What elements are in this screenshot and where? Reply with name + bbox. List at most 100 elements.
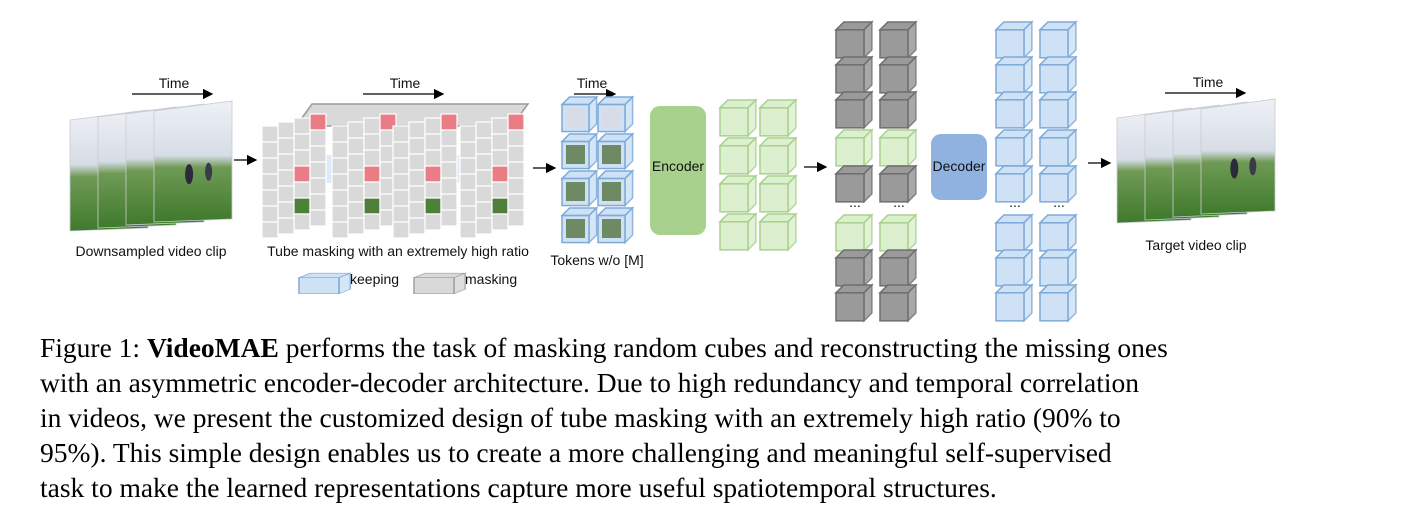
reconstructed-tokens <box>994 20 1078 323</box>
grid-cell <box>491 117 509 135</box>
encoded-token <box>758 174 798 214</box>
visible-token <box>560 132 599 171</box>
grid-cell <box>363 213 381 231</box>
grid-cell <box>459 157 477 175</box>
grid-cell <box>507 177 525 195</box>
grid-cell <box>475 217 493 235</box>
legend-masking-label: masking <box>465 271 517 287</box>
reconstructed-token <box>994 55 1034 95</box>
decoder-label: Decoder <box>933 158 986 174</box>
target-video-clip <box>1116 98 1276 224</box>
grid-cell <box>392 157 410 175</box>
grid-cell <box>331 173 349 191</box>
grid-cell <box>408 137 426 155</box>
grid-cell <box>424 213 442 231</box>
grid-cell <box>309 113 327 131</box>
grid-cell <box>277 217 295 235</box>
input-clip-label: Downsampled video clip <box>76 243 227 259</box>
videomae-diagram: Time Time Time Time Downsampled video cl… <box>69 20 1276 323</box>
tokens-label: Tokens w/o [M] <box>550 252 643 268</box>
caption-line-1-text: performs the task of masking random cube… <box>278 332 1168 363</box>
grid-cell <box>293 197 311 215</box>
grid-cell <box>293 149 311 167</box>
grid-cell <box>408 121 426 139</box>
caption-line-5: task to make the learned representations… <box>40 472 997 503</box>
caption-line-3: in videos, we present the customized des… <box>40 402 1121 433</box>
keeping-cube <box>297 272 353 295</box>
reconstructed-token <box>1038 248 1078 288</box>
grid-cell <box>475 137 493 155</box>
reconstructed-token <box>994 90 1034 130</box>
mask-token <box>834 164 874 204</box>
visible-token <box>596 132 635 171</box>
time-axis-tokens: Time <box>574 75 617 100</box>
grid-cell <box>363 133 381 151</box>
grid-cell <box>424 165 442 183</box>
grid-cell <box>261 189 279 207</box>
mask-token <box>834 90 874 130</box>
masked-frame <box>392 113 458 239</box>
grid-cell <box>261 157 279 175</box>
grid-cell <box>277 137 295 155</box>
grid-cell <box>440 161 458 179</box>
reconstructed-token <box>1038 55 1078 95</box>
grid-cell <box>408 201 426 219</box>
video-frame <box>153 100 233 223</box>
reconstructed-token <box>994 20 1034 60</box>
encoded-token <box>834 128 874 168</box>
grid-cell <box>507 129 525 147</box>
grid-cell <box>507 209 525 227</box>
grid-cell <box>408 153 426 171</box>
grid-cell <box>293 133 311 151</box>
grid-cell <box>363 165 381 183</box>
encoder-box <box>650 106 706 235</box>
grid-cell <box>331 125 349 143</box>
legend-keeping-label: keeping <box>350 271 399 287</box>
grid-cell <box>424 181 442 199</box>
visible-token <box>596 95 635 134</box>
grid-cell <box>293 181 311 199</box>
grid-cell <box>347 153 365 171</box>
reconstructed-token <box>994 248 1034 288</box>
reconstructed-token <box>1038 90 1078 130</box>
tube-masking-grid <box>261 103 530 239</box>
grid-cell <box>309 129 327 147</box>
grid-cell <box>507 193 525 211</box>
grid-cell <box>293 165 311 183</box>
mask-token <box>878 55 918 95</box>
grid-cell <box>363 181 381 199</box>
caption-prefix: Figure 1: <box>40 332 147 363</box>
grid-cell <box>491 133 509 151</box>
legend: keeping masking <box>297 271 517 295</box>
grid-cell <box>347 217 365 235</box>
ellipsis: ... <box>849 194 861 210</box>
encoded-token <box>718 212 758 252</box>
grid-cell <box>491 149 509 167</box>
grid-cell <box>363 197 381 215</box>
grid-cell <box>293 117 311 135</box>
encoder-label: Encoder <box>652 158 704 174</box>
grid-cell <box>459 141 477 159</box>
grid-cell <box>309 209 327 227</box>
grid-cell <box>347 201 365 219</box>
grid-cell <box>475 121 493 139</box>
grid-cell <box>309 193 327 211</box>
grid-cell <box>507 161 525 179</box>
grid-cell <box>475 169 493 187</box>
masking-cube <box>412 272 468 295</box>
mask-token <box>878 20 918 60</box>
grid-cell <box>440 113 458 131</box>
grid-cell <box>424 197 442 215</box>
grid-cell <box>491 197 509 215</box>
reconstructed-token <box>1038 164 1078 204</box>
visible-token <box>596 169 635 208</box>
grid-cell <box>392 125 410 143</box>
grid-cell <box>424 117 442 135</box>
grid-cell <box>440 145 458 163</box>
grid-cell <box>491 181 509 199</box>
encoded-token <box>758 136 798 176</box>
time-label: Time <box>390 75 421 91</box>
visible-token <box>560 169 599 208</box>
grid-cell <box>459 189 477 207</box>
ellipsis: ... <box>1053 194 1065 210</box>
